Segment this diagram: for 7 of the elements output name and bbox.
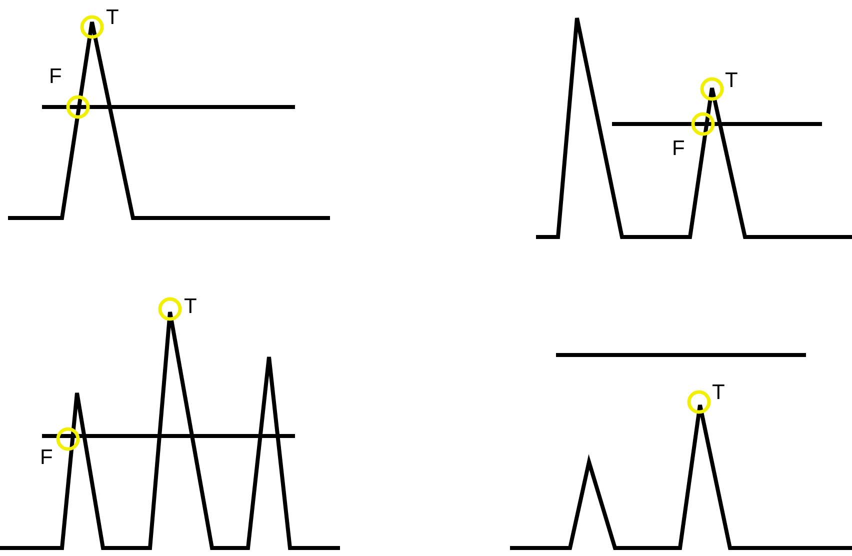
point-label: T — [725, 70, 738, 92]
point-label: F — [40, 447, 53, 469]
point-label: F — [672, 138, 685, 160]
point-label: T — [184, 296, 197, 318]
point-label: T — [712, 382, 725, 404]
point-label: F — [49, 66, 62, 88]
point-label: T — [106, 7, 119, 29]
